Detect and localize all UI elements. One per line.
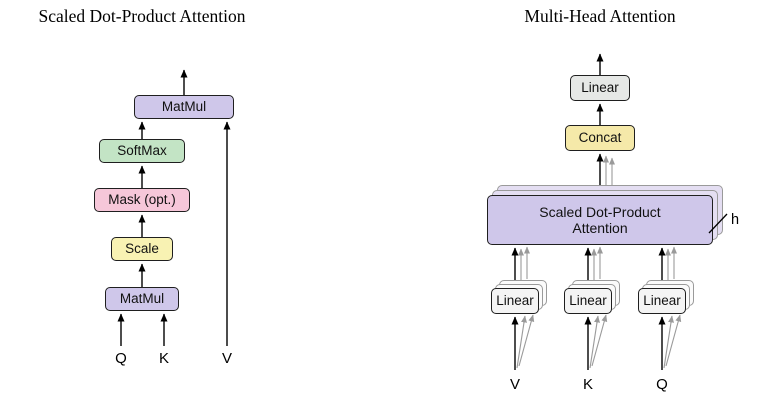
arrow-gray-k-fan-1 (589, 315, 600, 369)
arrow-gray-v-fan-1 (516, 315, 527, 369)
input-label-q: Q (656, 376, 668, 393)
scaled-dot-product-diagram: Scaled Dot-Product Attention MatMul Soft… (20, 0, 360, 418)
linear-q-box: Linear (638, 288, 686, 314)
right-diagram-title: Multi-Head Attention (524, 6, 676, 26)
scale-box: Scale (111, 237, 173, 261)
linear-k-box: Linear (564, 288, 612, 314)
input-label-v: V (509, 376, 521, 393)
matmul-top-box: MatMul (134, 95, 234, 119)
matmul-bottom-box: MatMul (105, 287, 179, 311)
multi-head-diagram: Multi-Head Attention (430, 0, 779, 418)
left-diagram-title: Scaled Dot-Product Attention (38, 6, 246, 26)
softmax-box: SoftMax (99, 139, 185, 163)
mask-box: Mask (opt.) (94, 188, 190, 212)
input-label-k: K (158, 350, 170, 367)
arrow-gray-v-fan-2 (518, 314, 535, 367)
linear-v-box: Linear (491, 288, 539, 314)
left-arrows-svg (117, 69, 231, 346)
arrow-gray-q-fan-1 (663, 315, 674, 369)
input-label-k: K (582, 376, 594, 393)
input-label-q: Q (115, 350, 127, 367)
heads-count-label: h (731, 212, 740, 228)
concat-box: Concat (565, 125, 635, 151)
arrow-gray-q-fan-2 (665, 314, 682, 367)
scaled-dot-product-attention-box: Scaled Dot-Product Attention (487, 195, 713, 245)
linear-output-box: Linear (570, 75, 630, 101)
input-label-v: V (221, 350, 233, 367)
arrow-gray-k-fan-2 (591, 314, 608, 367)
